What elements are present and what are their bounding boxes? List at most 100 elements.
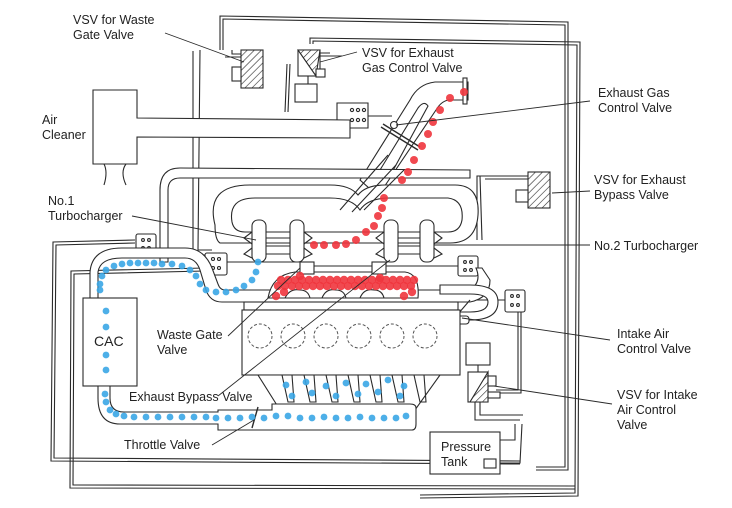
- air-cleaner: [92, 89, 351, 186]
- intake-flow-dot: [332, 414, 340, 422]
- intake-flow-dot: [168, 260, 176, 268]
- pressure-tank: [429, 431, 501, 475]
- exhaust-flow-dot: [295, 271, 305, 281]
- exhaust-flow-dot: [310, 241, 318, 249]
- intake-flow-dot: [192, 272, 200, 280]
- intake-flow-dot: [96, 280, 104, 288]
- exhaust-flow-dot: [325, 275, 335, 285]
- intake-flow-dot: [102, 323, 110, 331]
- cylinder: [346, 323, 372, 349]
- intake-flow-dot: [396, 392, 404, 400]
- exhaust-flow-dot: [370, 222, 378, 230]
- intake-flow-dot: [284, 412, 292, 420]
- intake-flow-dot: [106, 406, 114, 414]
- intake-flow-dot: [392, 414, 400, 422]
- intake-flow-dot: [302, 378, 310, 386]
- intake-flow-dot: [368, 414, 376, 422]
- intake-flow-dot: [236, 414, 244, 422]
- intake-flow-dot: [102, 398, 110, 406]
- vsv-exhaust-bypass: [485, 171, 551, 209]
- cylinder: [412, 323, 438, 349]
- exhaust-flow-dot: [407, 287, 417, 297]
- exhaust-flow-dot: [332, 241, 340, 249]
- intake-flow-dot: [248, 276, 256, 284]
- intake-flow-dot: [354, 390, 362, 398]
- exhaust-flow-dot: [380, 194, 388, 202]
- intake-flow-dot: [384, 376, 392, 384]
- exhaust-flow-dot: [342, 240, 350, 248]
- leader-lines: [131, 32, 613, 446]
- intake-flow-dot: [296, 414, 304, 422]
- intake-flow-dot: [322, 382, 330, 390]
- cylinder: [379, 323, 405, 349]
- cylinder: [313, 323, 339, 349]
- intake-flow-dot: [380, 414, 388, 422]
- intake-runner: [281, 374, 295, 403]
- cylinder: [247, 323, 273, 349]
- intake-flow-dot: [178, 413, 186, 421]
- intake-flow-dot: [332, 392, 340, 400]
- exhaust-flow-dot: [402, 275, 412, 285]
- exhaust-flow-dot: [398, 176, 406, 184]
- intake-flow-dot: [308, 389, 316, 397]
- intake-flow-dot: [212, 288, 220, 296]
- intake-flow-dot: [101, 390, 109, 398]
- intake-flow-dot: [252, 268, 260, 276]
- intake-flow-dot: [254, 258, 262, 266]
- cac-intercooler: [82, 297, 138, 387]
- intake-flow-dot: [102, 351, 110, 359]
- intake-flow-dot: [110, 262, 118, 270]
- intake-flow-dot: [178, 262, 186, 270]
- intake-flow-dot: [202, 286, 210, 294]
- intake-flow-dot: [248, 413, 256, 421]
- intake-flow-dot: [98, 272, 106, 280]
- exhaust-flow-dot: [362, 228, 370, 236]
- intake-flow-dot: [232, 286, 240, 294]
- intake-flow-dot: [186, 266, 194, 274]
- intake-flow-dot: [202, 413, 210, 421]
- exhaust-flow-dot: [460, 88, 468, 96]
- intake-flow-dot: [142, 413, 150, 421]
- exhaust-flow-dot: [375, 273, 385, 283]
- intake-flow-dot: [320, 413, 328, 421]
- exhaust-flow-dot: [446, 94, 454, 102]
- intake-air-control-actuator: [462, 289, 526, 313]
- intake-flow-dot: [190, 413, 198, 421]
- intake-flow-dot: [342, 379, 350, 387]
- no1-turbocharger: [242, 219, 314, 263]
- intake-flow-dot: [150, 259, 158, 267]
- intake-flow-dots: [96, 258, 410, 422]
- intake-flow-dot: [102, 366, 110, 374]
- intake-runner: [325, 374, 339, 403]
- exhaust-flow-dot: [353, 275, 363, 285]
- exhaust-flow-dot: [410, 156, 418, 164]
- intake-flow-dot: [112, 410, 120, 418]
- exhaust-flow-dot: [404, 168, 412, 176]
- exhaust-flow-dot: [320, 241, 328, 249]
- exhaust-flow-dot: [418, 142, 426, 150]
- intake-flow-dot: [362, 380, 370, 388]
- exhaust-flow-dot: [352, 236, 360, 244]
- intake-flow-dot: [282, 381, 290, 389]
- intake-flow-dot: [260, 414, 268, 422]
- intake-flow-dot: [196, 280, 204, 288]
- exhaust-flow-dot: [378, 204, 386, 212]
- intake-flow-dot: [158, 260, 166, 268]
- cylinder: [280, 323, 306, 349]
- intake-flow-dot: [374, 388, 382, 396]
- intake-flow-dot: [134, 259, 142, 267]
- engine-block: [241, 301, 461, 411]
- intake-flow-dot: [288, 392, 296, 400]
- exhaust-flow-dot: [318, 275, 328, 285]
- intake-flow-dot: [400, 382, 408, 390]
- vsv-intake-air-control: [465, 342, 523, 421]
